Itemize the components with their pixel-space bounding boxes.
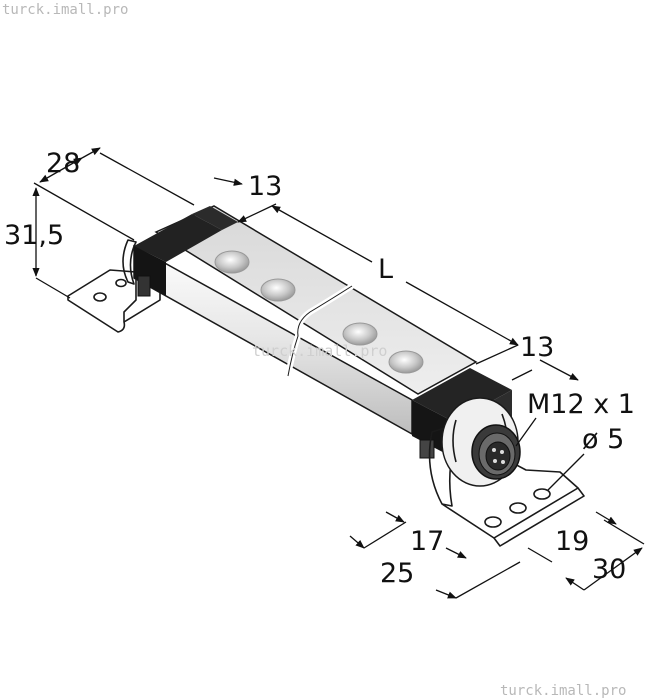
connector-m12-label: M12 x 1 [527, 389, 635, 420]
led-icon [214, 250, 250, 274]
sensor-housing [133, 205, 512, 459]
dimension-19-label: 19 [555, 526, 589, 557]
left-mounting-bracket [67, 239, 161, 333]
bracket-hole-icon [93, 292, 107, 302]
dimension-13-left-label: 13 [248, 171, 282, 202]
bracket-hole-icon [115, 278, 127, 288]
m12-connector-icon [471, 424, 521, 480]
bracket-hole-icon [484, 516, 502, 528]
bracket-hole-icon [533, 488, 551, 500]
watermark-bottom-right: turck.imall.pro [500, 683, 626, 699]
bracket-hole-icon [509, 502, 527, 514]
dimension-lines [32, 147, 645, 599]
led-icon [342, 322, 378, 346]
watermark-top-left: turck.imall.pro [2, 2, 128, 18]
led-icon [260, 278, 296, 302]
dimension-13-right-label: 13 [520, 332, 554, 363]
dimension-25-label: 25 [380, 558, 414, 589]
led-icon [388, 350, 424, 374]
dimension-17-label: 17 [410, 526, 444, 557]
dimension-l-label: L [378, 254, 393, 285]
watermark-center: turck.imall.pro [252, 342, 387, 360]
dimension-30-label: 30 [592, 554, 626, 585]
right-mounting-bracket [428, 397, 585, 547]
dimension-31-5-label: 31,5 [4, 220, 64, 251]
hole-diameter-label: ø 5 [582, 424, 624, 455]
dimension-28-label: 28 [46, 148, 80, 179]
